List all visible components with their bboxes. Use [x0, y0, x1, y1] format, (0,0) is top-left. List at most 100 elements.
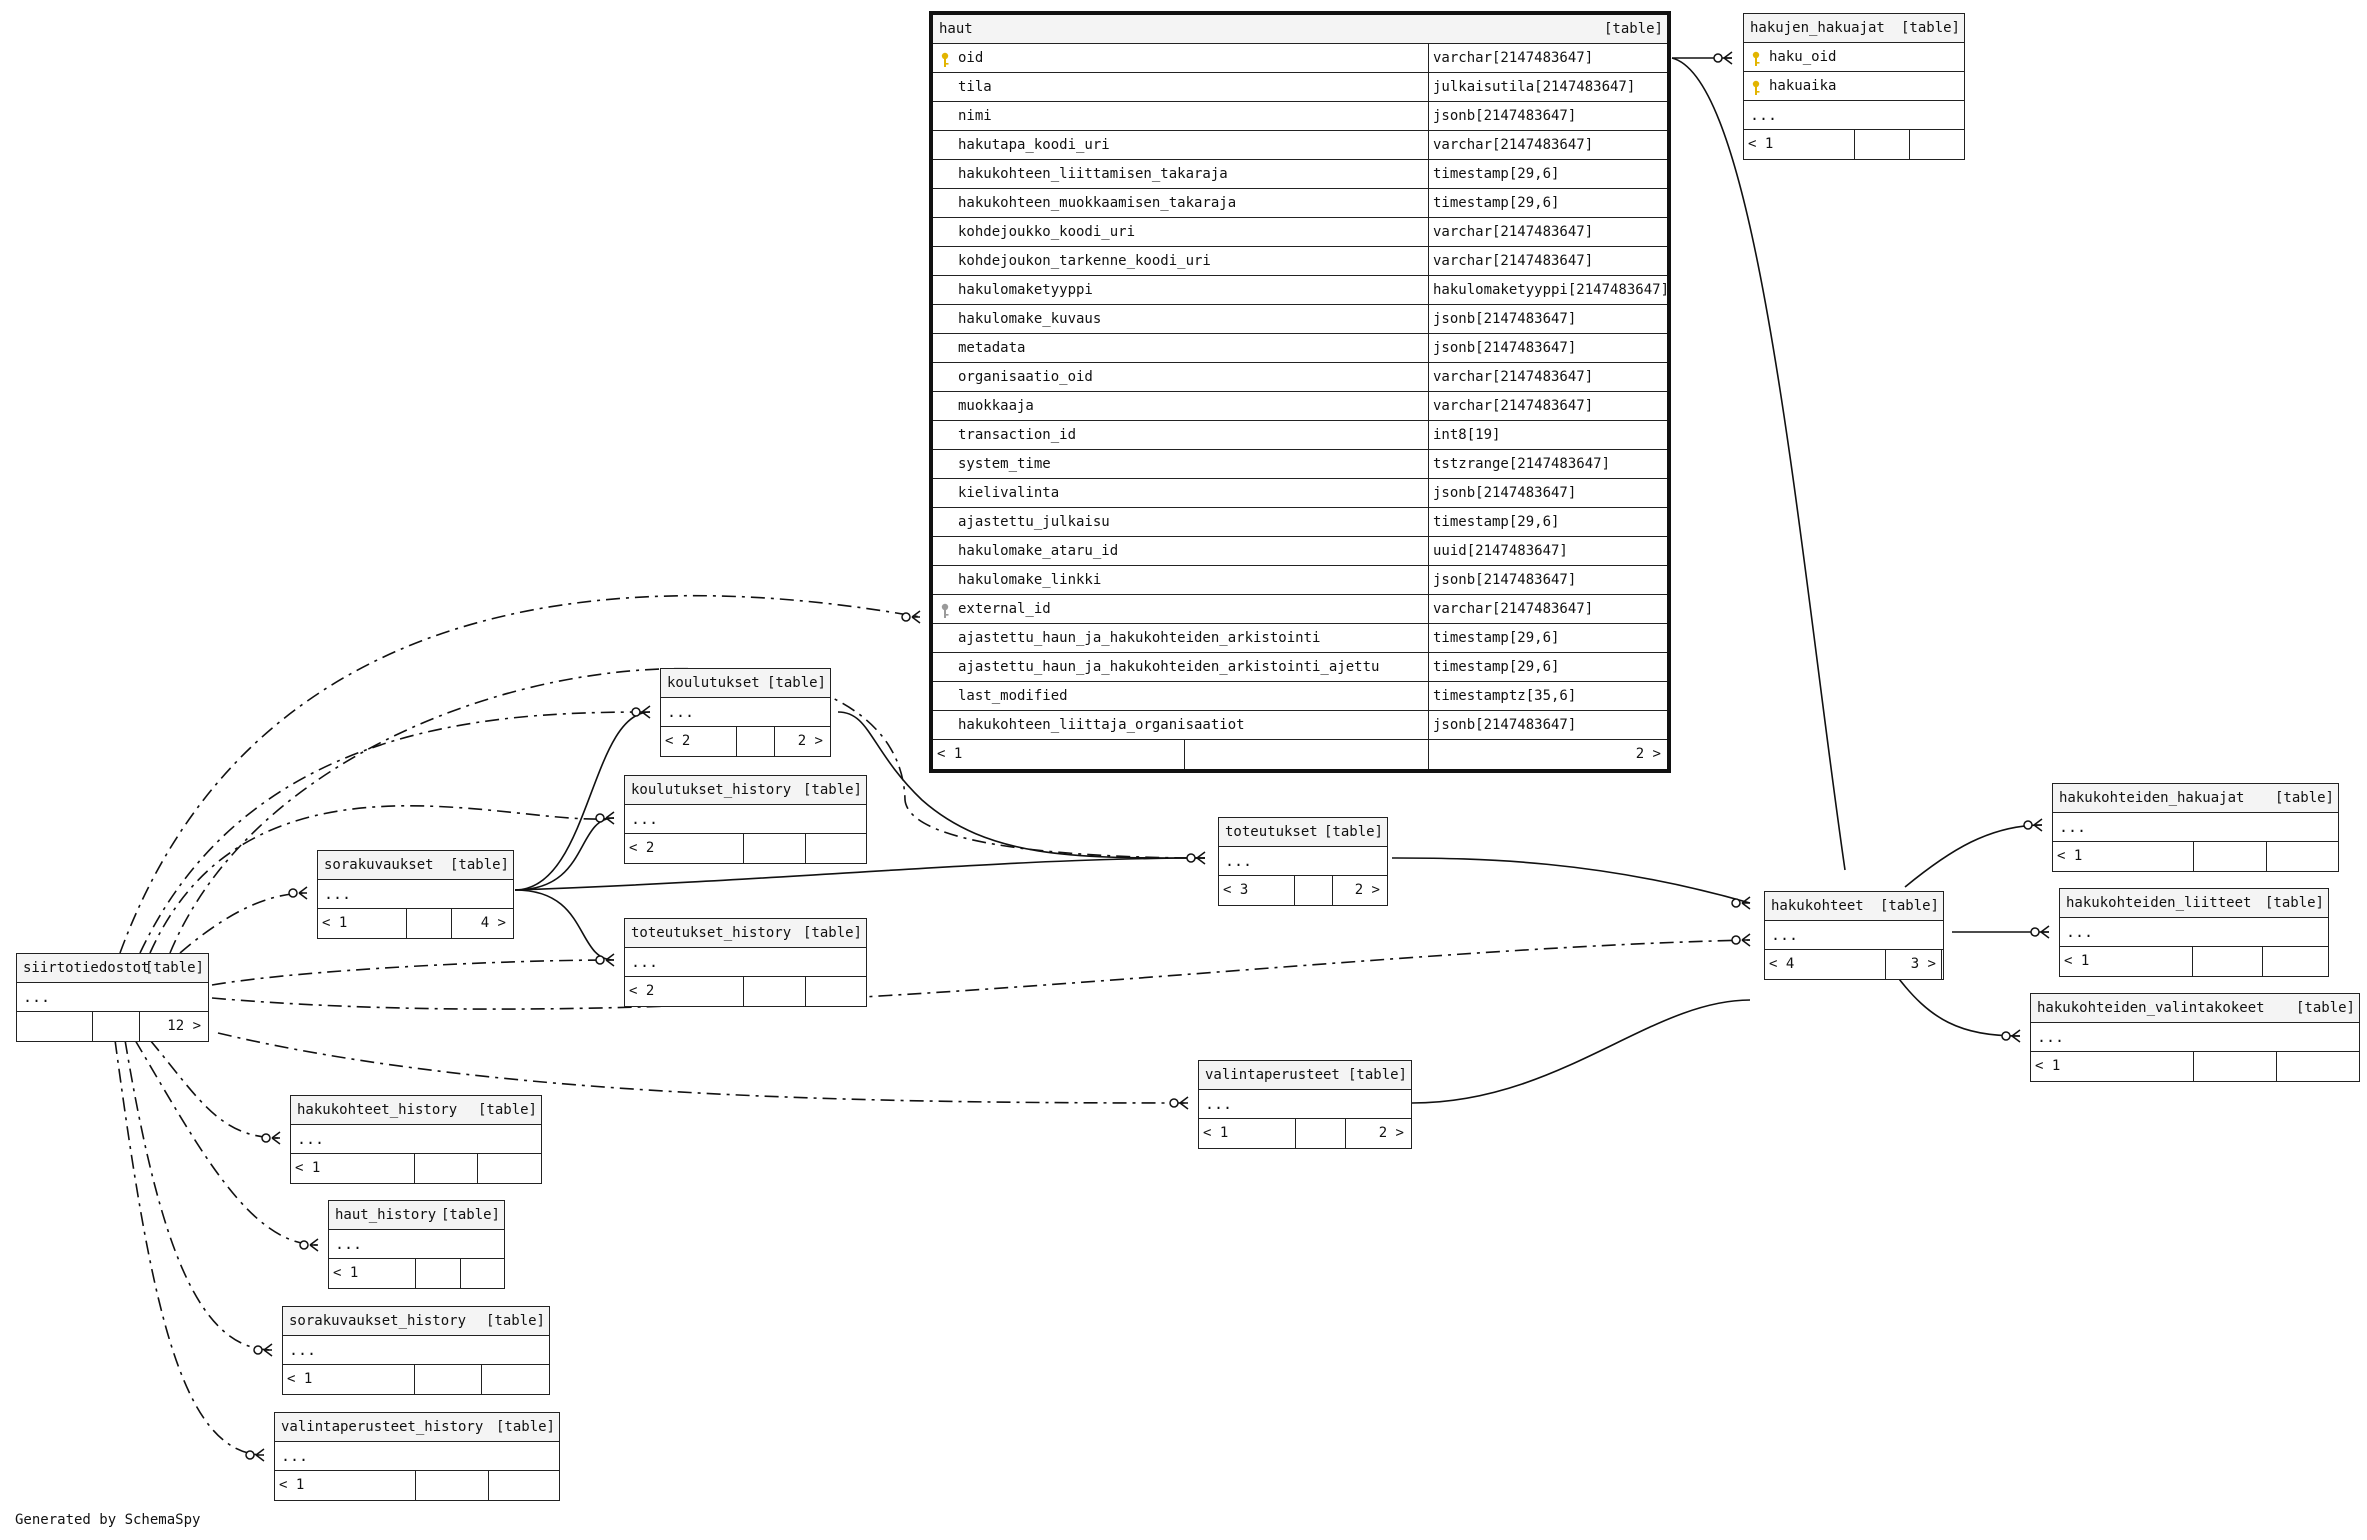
- children-link[interactable]: 4 >: [451, 909, 512, 938]
- children-link[interactable]: [2266, 842, 2337, 871]
- parents-link[interactable]: < 1: [933, 740, 1184, 769]
- collapsed-columns[interactable]: ...: [2053, 813, 2338, 842]
- table-name[interactable]: hakukohteiden_valintakokeet: [2037, 1000, 2265, 1016]
- collapsed-columns[interactable]: ...: [1199, 1090, 1411, 1119]
- parents-link[interactable]: < 4: [1765, 950, 1885, 979]
- parents-link[interactable]: < 1: [2060, 947, 2192, 976]
- collapsed-columns[interactable]: ...: [2031, 1023, 2359, 1052]
- parents-count[interactable]: < 1: [937, 746, 963, 762]
- table-hakukohteiden-valintakokeet[interactable]: hakukohteiden_valintakokeet[table]...< 1: [2030, 993, 2360, 1082]
- column-row[interactable]: haku_oid: [1744, 43, 1964, 72]
- table-hakukohteet-history[interactable]: hakukohteet_history[table]...< 1: [290, 1095, 542, 1184]
- parents-link[interactable]: < 2: [661, 727, 736, 756]
- collapsed-columns[interactable]: ...: [661, 698, 830, 727]
- table-siirtotiedostot[interactable]: siirtotiedostot[table]...12 >: [16, 953, 209, 1042]
- table-toteutukset-history[interactable]: toteutukset_history[table]...< 2: [624, 918, 867, 1007]
- collapsed-columns[interactable]: ...: [329, 1230, 504, 1259]
- parents-count[interactable]: < 1: [2057, 848, 2083, 864]
- children-count[interactable]: 3 >: [1910, 956, 1936, 972]
- parents-link[interactable]: < 1: [329, 1259, 415, 1288]
- table-name[interactable]: hakukohteiden_hakuajat: [2059, 790, 2245, 806]
- parents-link[interactable]: < 1: [2053, 842, 2193, 871]
- table-name[interactable]: sorakuvaukset: [324, 857, 434, 873]
- children-link[interactable]: 3 >: [1911, 950, 1942, 979]
- children-link[interactable]: [805, 977, 865, 1006]
- parents-count[interactable]: < 4: [1769, 956, 1795, 972]
- children-link[interactable]: [488, 1471, 558, 1500]
- parents-link[interactable]: [17, 1012, 92, 1041]
- parents-count[interactable]: < 1: [279, 1477, 305, 1493]
- collapsed-columns[interactable]: ...: [1219, 847, 1387, 876]
- parents-link[interactable]: < 1: [291, 1154, 414, 1183]
- table-name[interactable]: hakukohteiden_liitteet: [2066, 895, 2252, 911]
- children-link[interactable]: [805, 834, 865, 863]
- children-count[interactable]: 2 >: [1378, 1125, 1404, 1141]
- table-hakukohteiden-hakuajat[interactable]: hakukohteiden_hakuajat[table]...< 1: [2052, 783, 2339, 872]
- table-name[interactable]: koulutukset: [667, 675, 760, 691]
- children-link[interactable]: [477, 1154, 540, 1183]
- collapsed-columns[interactable]: ...: [1765, 921, 1943, 950]
- collapsed-columns[interactable]: ...: [625, 805, 866, 834]
- table-name[interactable]: koulutukset_history: [631, 782, 792, 798]
- column-row[interactable]: hakuaika: [1744, 72, 1964, 101]
- parents-link[interactable]: < 1: [1199, 1119, 1295, 1148]
- table-sorakuvaukset-history[interactable]: sorakuvaukset_history[table]...< 1: [282, 1306, 550, 1395]
- table-name[interactable]: siirtotiedostot: [23, 960, 150, 976]
- table-name[interactable]: hakukohteet: [1771, 898, 1864, 914]
- collapsed-columns[interactable]: ...: [291, 1125, 541, 1154]
- children-link[interactable]: [460, 1259, 503, 1288]
- table-haut-history[interactable]: haut_history[table]...< 1: [328, 1200, 505, 1289]
- children-count[interactable]: 2 >: [1354, 882, 1380, 898]
- parents-link[interactable]: < 2: [625, 834, 743, 863]
- parents-count[interactable]: < 2: [629, 983, 655, 999]
- children-link[interactable]: 2 >: [1345, 1119, 1410, 1148]
- parents-count[interactable]: < 2: [629, 840, 655, 856]
- parents-count[interactable]: < 1: [1203, 1125, 1229, 1141]
- parents-count[interactable]: < 3: [1223, 882, 1249, 898]
- parents-count[interactable]: < 1: [287, 1371, 313, 1387]
- table-hakukohteiden-liitteet[interactable]: hakukohteiden_liitteet[table]...< 1: [2059, 888, 2329, 977]
- table-name[interactable]: toteutukset: [1225, 824, 1318, 840]
- children-link[interactable]: 2 >: [1428, 740, 1667, 769]
- collapsed-columns[interactable]: ...: [275, 1442, 559, 1471]
- parents-link[interactable]: < 1: [283, 1365, 414, 1394]
- table-name[interactable]: valintaperusteet_history: [281, 1419, 484, 1435]
- collapsed-columns[interactable]: ...: [1744, 101, 1964, 130]
- collapsed-columns[interactable]: ...: [2060, 918, 2328, 947]
- collapsed-columns[interactable]: ...: [318, 880, 513, 909]
- parents-link[interactable]: < 1: [1744, 130, 1854, 159]
- children-link[interactable]: [2276, 1052, 2358, 1081]
- table-name[interactable]: valintaperusteet: [1205, 1067, 1340, 1083]
- column-row[interactable]: ajastettu_haun_ja_hakukohteiden_arkistoi…: [933, 624, 1667, 653]
- children-link[interactable]: 2 >: [1332, 876, 1386, 905]
- parents-count[interactable]: < 1: [322, 915, 348, 931]
- children-link[interactable]: 12 >: [139, 1012, 207, 1041]
- table-koulutukset-history[interactable]: koulutukset_history[table]...< 2: [624, 775, 867, 864]
- children-count[interactable]: 12 >: [167, 1018, 201, 1034]
- parents-link[interactable]: < 2: [625, 977, 743, 1006]
- column-row[interactable]: ajastettu_haun_ja_hakukohteiden_arkistoi…: [933, 653, 1667, 682]
